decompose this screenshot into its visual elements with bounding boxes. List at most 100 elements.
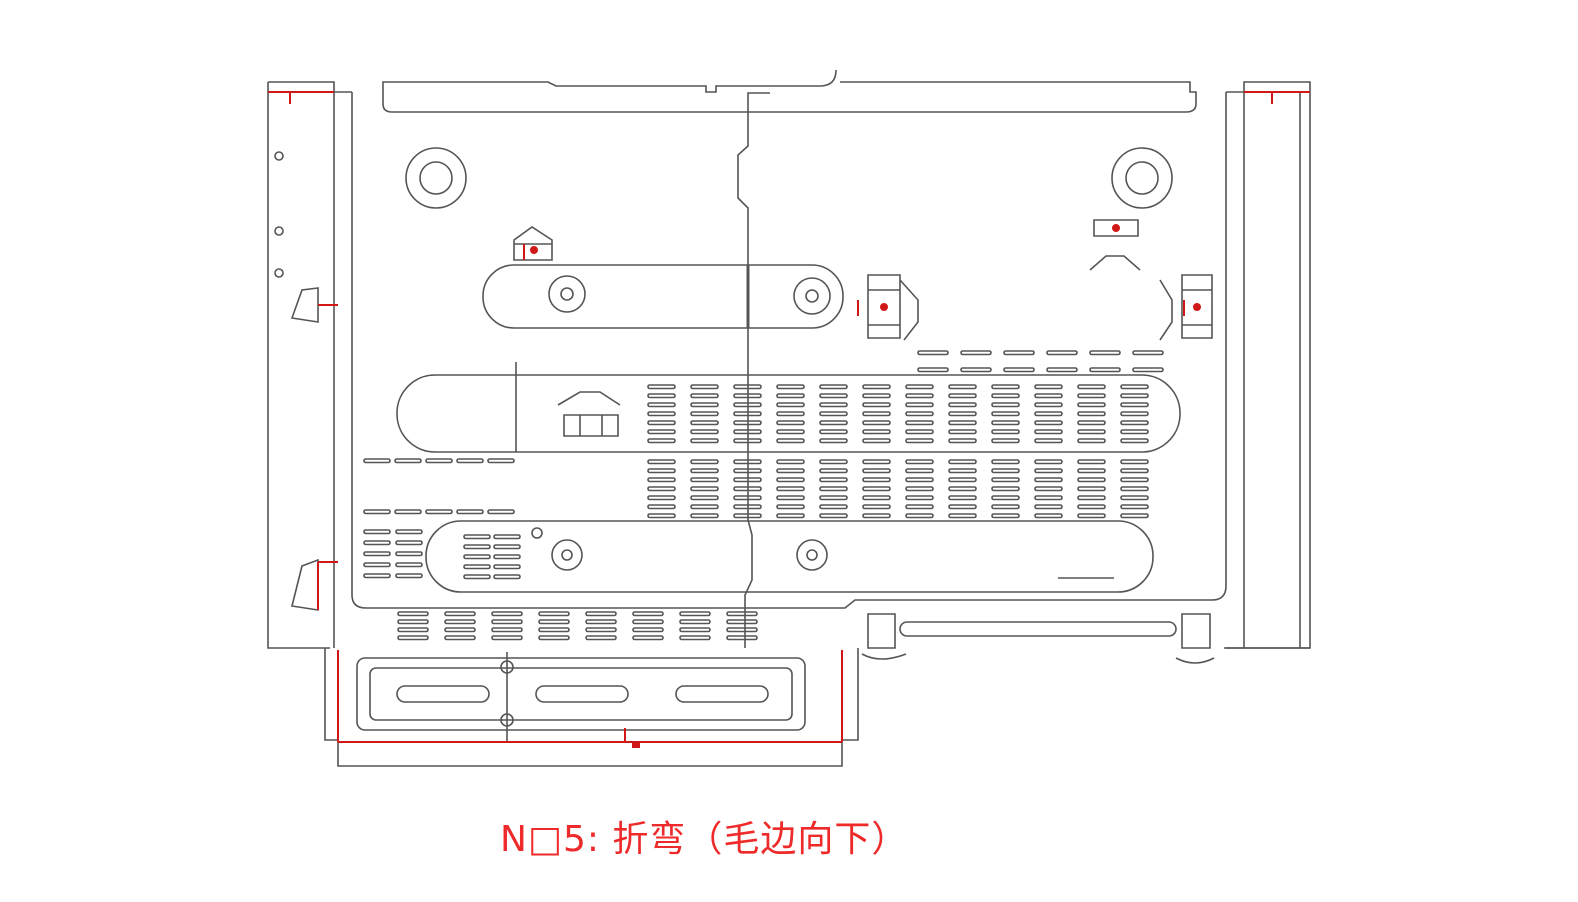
vent-slot — [776, 429, 805, 435]
vent-slot — [905, 504, 934, 510]
vent-slot — [905, 486, 934, 492]
vent-slot — [991, 420, 1020, 426]
vent-slot — [1034, 477, 1063, 483]
vent-slot — [1120, 402, 1149, 408]
vent-slot — [363, 551, 391, 557]
vent-slot — [905, 393, 934, 399]
vent-slot — [647, 429, 676, 435]
step-caption: N□5: 折弯（毛边向下） — [500, 819, 909, 860]
vent-slot — [733, 384, 762, 390]
bracket-middle — [557, 391, 621, 437]
vent-slot — [905, 459, 934, 465]
vent-slot — [819, 495, 848, 501]
vent-slot — [395, 529, 423, 535]
vent-slot — [1046, 367, 1078, 373]
vent-slot — [733, 486, 762, 492]
vent-slot — [444, 619, 476, 625]
vent-slot — [647, 393, 676, 399]
vent-slot — [538, 627, 570, 633]
vent-slot — [444, 611, 476, 617]
vent-slot — [1034, 393, 1063, 399]
vent-slot — [776, 420, 805, 426]
vent-slot — [690, 477, 719, 483]
vent-slot — [948, 429, 977, 435]
vent-slot — [917, 367, 949, 373]
vent-slot — [726, 627, 758, 633]
vent-slot — [905, 384, 934, 390]
vent-slot — [1077, 411, 1106, 417]
bracket-top-right — [1089, 219, 1141, 271]
vent-slot — [1077, 438, 1106, 444]
vent-slot — [819, 420, 848, 426]
vent-slot — [690, 459, 719, 465]
vent-slot — [425, 458, 453, 464]
vent-slot — [463, 564, 491, 570]
vent-slot — [395, 540, 423, 546]
vent-slot — [1077, 429, 1106, 435]
vent-slot — [690, 384, 719, 390]
vent-slot — [1034, 504, 1063, 510]
vent-slot — [948, 495, 977, 501]
vent-slot — [444, 627, 476, 633]
vent-slot — [690, 495, 719, 501]
bracket-left-lower — [291, 558, 319, 611]
vent-slot — [862, 459, 891, 465]
long-bottom-slot — [899, 621, 1177, 637]
vent-slot — [776, 402, 805, 408]
vent-slot — [862, 384, 891, 390]
vent-slot — [819, 486, 848, 492]
vent-slot — [1120, 393, 1149, 399]
vent-slot — [776, 411, 805, 417]
vent-slot — [1077, 402, 1106, 408]
vent-slot — [819, 393, 848, 399]
vent-slot — [487, 509, 515, 515]
vent-slot — [1077, 477, 1106, 483]
hole-right-inner — [1125, 161, 1159, 195]
mounting-holes — [274, 147, 1173, 539]
vent-slot — [1120, 468, 1149, 474]
vent-slot — [647, 411, 676, 417]
vent-slot — [1046, 350, 1078, 356]
vent-slot — [948, 513, 977, 519]
vent-slot — [1034, 459, 1063, 465]
vent-slot — [1089, 350, 1121, 356]
bottom-tab — [324, 648, 859, 767]
vent-slot — [948, 459, 977, 465]
vent-slot — [397, 627, 429, 633]
vent-slot — [632, 627, 664, 633]
vent-slot — [1034, 411, 1063, 417]
vent-slot-array — [363, 350, 1164, 641]
vent-slot — [776, 393, 805, 399]
vent-slot — [647, 420, 676, 426]
vent-slot — [363, 509, 391, 515]
vent-slot — [632, 635, 664, 641]
vent-slot — [948, 420, 977, 426]
vent-slot — [690, 402, 719, 408]
vent-slot — [647, 438, 676, 444]
vent-slot — [862, 438, 891, 444]
vent-slot — [493, 564, 521, 570]
vent-slot — [1132, 350, 1164, 356]
vent-slot — [585, 627, 617, 633]
vent-slot — [733, 459, 762, 465]
vent-slot — [733, 393, 762, 399]
vent-slot — [819, 429, 848, 435]
vent-slot — [679, 627, 711, 633]
hole-right-outer — [1111, 147, 1173, 209]
vent-slot — [905, 420, 934, 426]
tray-slot-3 — [675, 685, 769, 703]
vent-slot — [776, 486, 805, 492]
vent-slot — [1120, 459, 1149, 465]
vent-slot — [1132, 367, 1164, 373]
vent-slot — [1089, 367, 1121, 373]
bracket-right-2 — [1159, 274, 1213, 341]
vent-slot — [493, 534, 521, 540]
vent-slot — [1120, 495, 1149, 501]
vent-slot — [456, 509, 484, 515]
vent-slot — [733, 411, 762, 417]
vent-slot — [690, 513, 719, 519]
vent-slot — [690, 411, 719, 417]
vent-slot — [1034, 513, 1063, 519]
vent-slot — [948, 438, 977, 444]
top-tab — [382, 69, 1197, 113]
